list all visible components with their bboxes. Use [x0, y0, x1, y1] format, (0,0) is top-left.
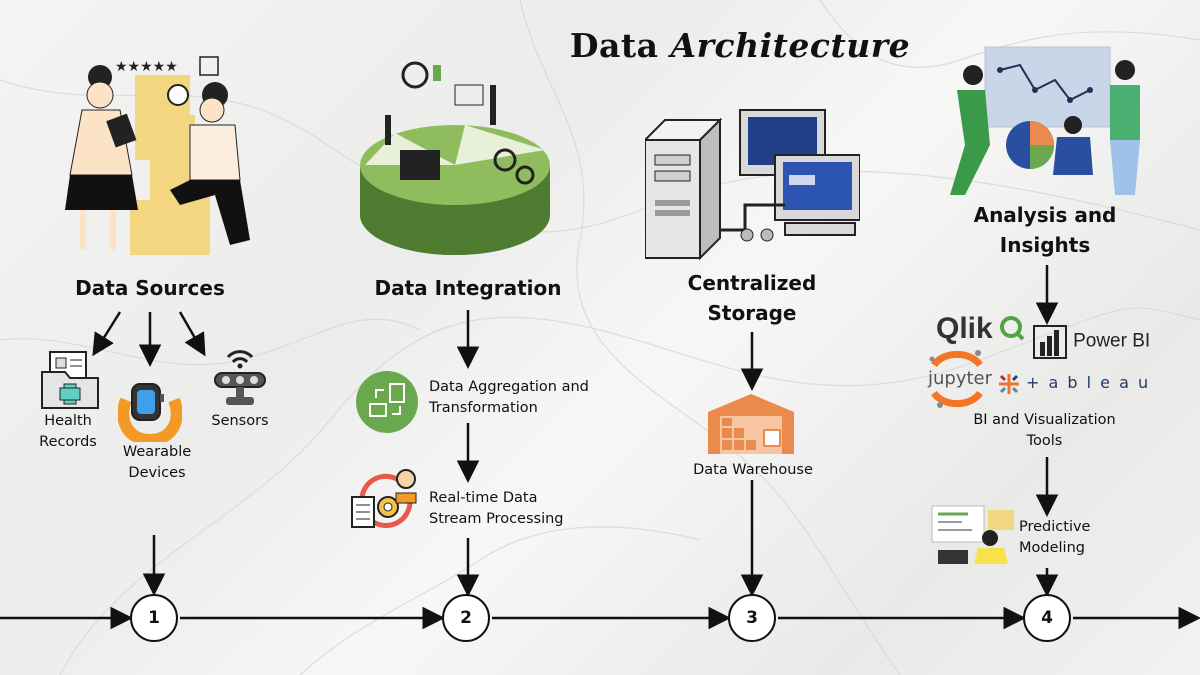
computer-servers-icon: [645, 109, 860, 261]
svg-text:★★★★★: ★★★★★: [115, 59, 178, 75]
step-number-1: 1: [130, 594, 178, 642]
stage-title-data-integration: Data Integration: [374, 276, 562, 300]
data-aggregation-label: Data Aggregation and Transformation: [429, 379, 589, 416]
step-number-2: 2: [442, 594, 490, 642]
realtime-stream-label: Real-time Data Stream Processing: [429, 490, 564, 527]
wearable-devices-label: Wearable Devices: [122, 444, 192, 481]
powerbi-logo-text: Power BI: [1073, 330, 1151, 352]
jupyter-logo-icon: [929, 350, 983, 408]
powerbi-logo-icon: Power BI: [1032, 324, 1152, 360]
step-number-3: 3: [728, 594, 776, 642]
page-title: Data Architecture: [560, 26, 920, 65]
qlik-circle-icon: [999, 316, 1025, 341]
powerbi-bars-icon: [1033, 325, 1067, 359]
analysis-illustration: [950, 46, 1140, 195]
predictive-modeling-label: Predictive Modeling: [1019, 519, 1091, 556]
step-number-4: 4: [1023, 594, 1071, 642]
stage-title-data-sources: Data Sources: [75, 276, 225, 300]
medical-folder-icon: [41, 351, 99, 409]
data-warehouse-label: Data Warehouse: [693, 462, 813, 478]
warehouse-icon: [708, 394, 794, 454]
jupyter-logo-text: jupyter: [928, 368, 993, 389]
qlik-logo-text: Qlik: [936, 312, 993, 345]
tableau-logo-icon: [999, 374, 1019, 394]
health-records-label: Health Records: [39, 413, 97, 450]
stream-processing-icon: [351, 469, 417, 529]
title-word-data: Data: [569, 26, 659, 65]
stage-title-analysis-insights: Analysis and Insights: [973, 203, 1117, 257]
title-word-architecture: Architecture: [670, 26, 911, 65]
smartwatch-icon: [118, 383, 182, 442]
bi-visualization-tools-label: BI and Visualization Tools: [973, 412, 1116, 449]
aggregation-icon: [356, 371, 418, 433]
tableau-logo-text: + a b l e a u: [1026, 373, 1151, 392]
data-sources-illustration: ★★★★★: [65, 56, 250, 255]
data-integration-illustration: [360, 61, 550, 255]
qlik-logo-icon: Qlik: [936, 312, 1026, 346]
predictive-modeling-icon: [931, 505, 1014, 564]
sensors-label: Sensors: [211, 413, 269, 429]
stage-title-centralized-storage: Centralized Storage: [687, 271, 817, 325]
sensor-icon: [214, 350, 266, 405]
